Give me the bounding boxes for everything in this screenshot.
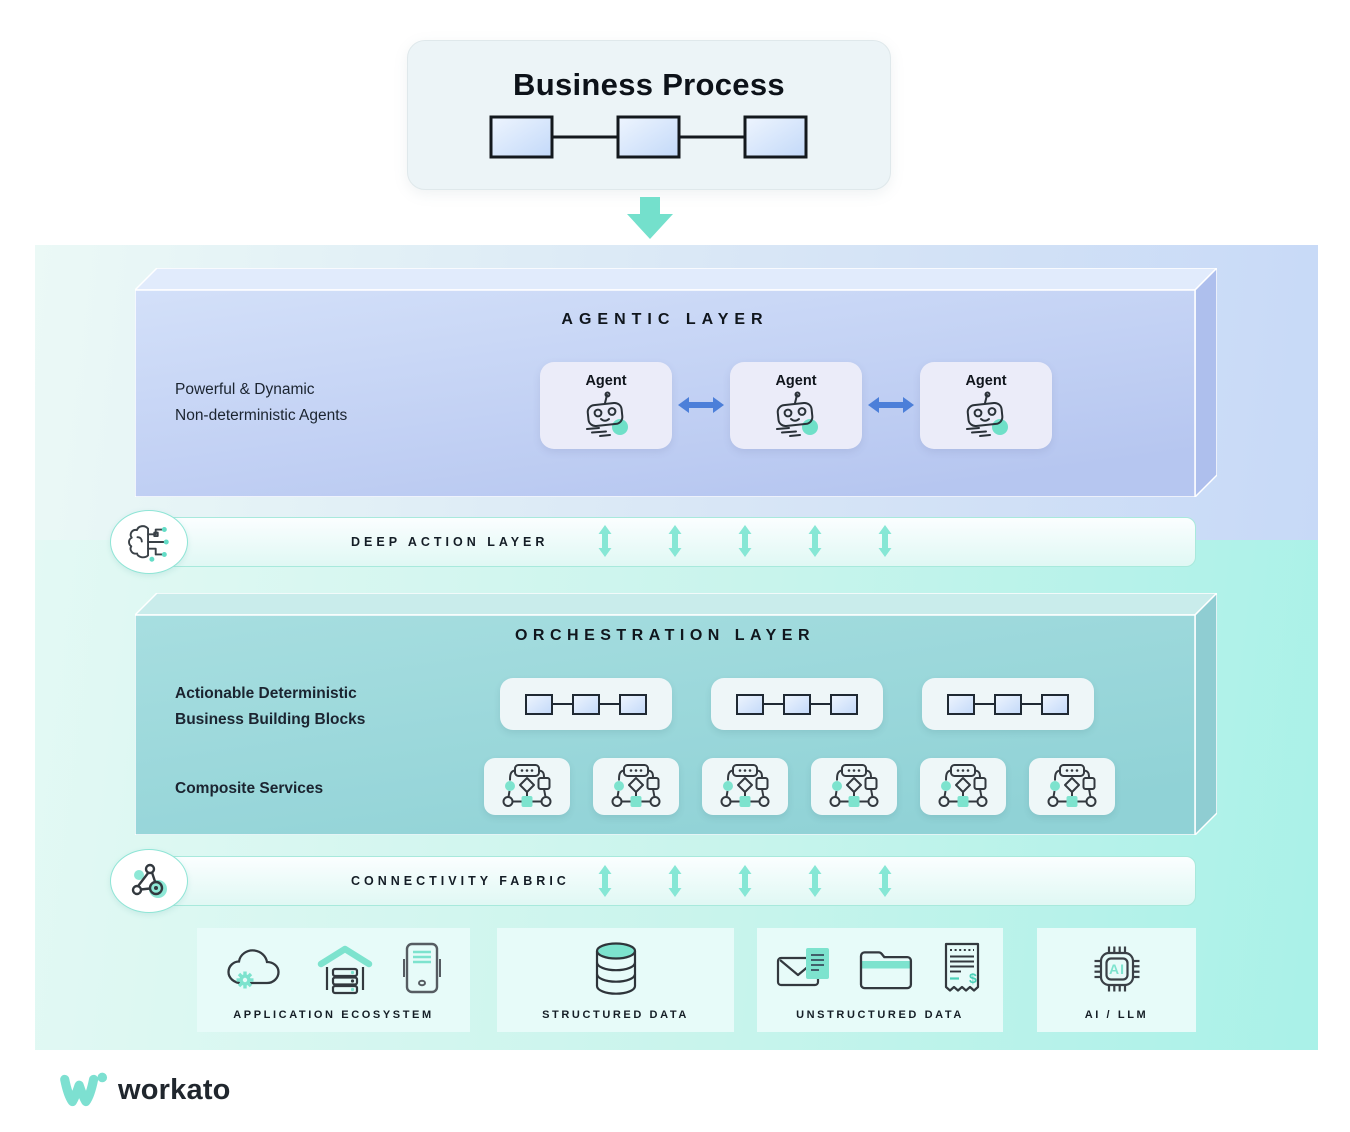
mini-flowchart-icon: [736, 694, 858, 715]
mini-flowchart-icon: [947, 694, 1069, 715]
deep-action-layer-badge: [110, 510, 188, 574]
vertical-double-arrow-icon: [808, 865, 822, 897]
robot-icon: [776, 391, 818, 437]
vertical-double-arrow-icon: [738, 865, 752, 897]
folder-icon: [859, 950, 913, 989]
connectivity-fabric-title: CONNECTIVITY FABRIC: [351, 874, 570, 888]
building-blocks-label-line2: Business Building Blocks: [175, 711, 366, 728]
workato-mark-icon: [60, 1072, 108, 1107]
application-ecosystem-label: APPLICATION ECOSYSTEM: [233, 1009, 434, 1021]
structured-data-icons: [592, 928, 640, 1009]
orchestration-layer-title: ORCHESTRATION LAYER: [514, 627, 816, 644]
unstructured-data-icons: $: [775, 928, 985, 1009]
composite-service-card: [484, 758, 570, 815]
building-blocks-label-line1: Actionable Deterministic: [175, 685, 357, 702]
composite-service-card: [702, 758, 788, 815]
database-icon: [595, 941, 636, 995]
agent-label: Agent: [585, 373, 627, 389]
vertical-double-arrow-icon: [598, 865, 612, 897]
mail-document-icon: [776, 947, 829, 986]
chip-ai-text: AI: [1109, 961, 1125, 977]
composite-services-label: Composite Services: [175, 780, 324, 797]
workflow-icon: [502, 763, 552, 807]
mini-flowchart-icon: [525, 694, 647, 715]
brain-circuit-icon: [128, 525, 169, 562]
business-process-card: Business Process: [407, 40, 891, 190]
ai-llm-icons: AI: [1088, 928, 1146, 1009]
server-tower-icon: [402, 942, 441, 993]
ai-llm-card: AI AI / LLM: [1037, 928, 1196, 1032]
vertical-double-arrow-icon: [878, 865, 892, 897]
agent-card: Agent: [730, 362, 862, 449]
workato-logo: workato: [57, 1068, 231, 1112]
agent-label: Agent: [775, 373, 817, 389]
network-nodes-icon: [131, 863, 167, 898]
unstructured-data-card: $ UNSTRUCTURED DATA: [757, 928, 1003, 1032]
vertical-double-arrow-icon: [598, 525, 612, 557]
agentic-layer-title: AGENTIC LAYER: [561, 311, 769, 328]
workato-logo-text: workato: [118, 1073, 231, 1106]
building-block-card: [711, 678, 883, 730]
composite-service-card: [1029, 758, 1115, 815]
building-block-card: [500, 678, 672, 730]
horizontal-double-arrow-icon: [868, 397, 914, 413]
composite-service-card: [593, 758, 679, 815]
workflow-icon: [829, 763, 879, 807]
workflow-icon: [1047, 763, 1097, 807]
flowchart-icon: [489, 115, 808, 159]
connectivity-fabric-bar: CONNECTIVITY FABRIC: [150, 856, 1196, 906]
agent-label: Agent: [965, 373, 1007, 389]
robot-icon: [966, 391, 1008, 437]
structured-data-label: STRUCTURED DATA: [542, 1009, 689, 1021]
agent-card: Agent: [920, 362, 1052, 449]
structured-data-card: STRUCTURED DATA: [497, 928, 734, 1032]
vertical-double-arrow-icon: [668, 865, 682, 897]
business-process-title: Business Process: [513, 67, 785, 102]
vertical-double-arrow-icon: [878, 525, 892, 557]
agentic-layer-slab: [135, 268, 1217, 497]
vertical-double-arrow-icon: [668, 525, 682, 557]
vertical-double-arrow-icon: [808, 525, 822, 557]
deep-action-layer-title: DEEP ACTION LAYER: [351, 535, 549, 549]
ai-chip-icon: AI: [1094, 946, 1139, 991]
connectivity-fabric-badge: [110, 849, 188, 913]
agentic-description-line1: Powerful & Dynamic: [175, 381, 315, 398]
workflow-icon: [720, 763, 770, 807]
unstructured-data-label: UNSTRUCTURED DATA: [796, 1009, 964, 1021]
building-block-card: [922, 678, 1094, 730]
workflow-icon: [611, 763, 661, 807]
application-ecosystem-card: APPLICATION ECOSYSTEM: [197, 928, 470, 1032]
agentic-description-line2: Non-deterministic Agents: [175, 407, 348, 424]
building-blocks-label: Actionable Deterministic Business Buildi…: [175, 681, 365, 733]
application-ecosystem-icons: [224, 928, 444, 1009]
ai-llm-label: AI / LLM: [1084, 1009, 1149, 1021]
cloud-gear-icon: [226, 948, 280, 988]
receipt-icon: $: [944, 942, 980, 992]
down-arrow-icon: [627, 197, 673, 239]
robot-icon: [586, 391, 628, 437]
agent-card: Agent: [540, 362, 672, 449]
svg-text:$: $: [969, 970, 977, 986]
agentic-layer-description: Powerful & Dynamic Non-deterministic Age…: [175, 377, 347, 429]
vertical-double-arrow-icon: [738, 525, 752, 557]
composite-service-card: [811, 758, 897, 815]
horizontal-double-arrow-icon: [678, 397, 724, 413]
composite-service-card: [920, 758, 1006, 815]
workflow-icon: [938, 763, 988, 807]
warehouse-servers-icon: [317, 945, 372, 994]
